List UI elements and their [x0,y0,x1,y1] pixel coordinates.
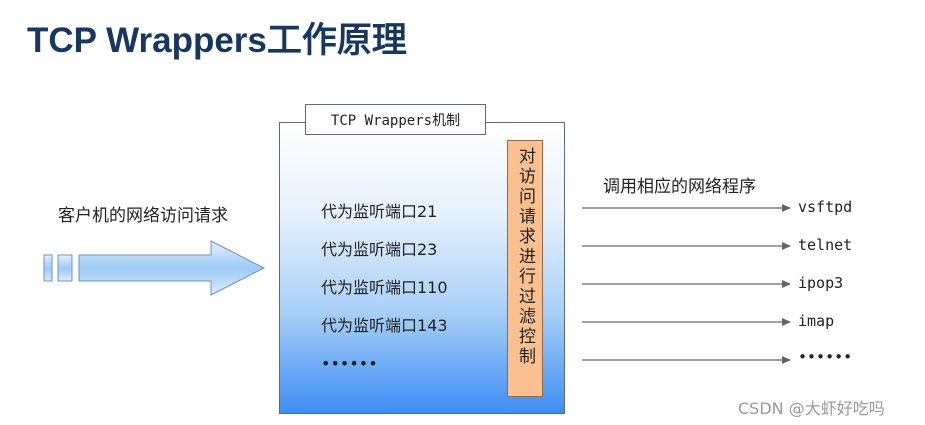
watermark: CSDN @大虾好吃吗 [738,399,885,418]
arrow-tail-block-1 [43,254,53,282]
tcp-wrappers-title: TCP Wrappers机制 [305,104,486,135]
program-ellipsis: •••••• [798,348,853,366]
call-program-label: 调用相应的网络程序 [603,177,756,197]
port-item-23: 代为监听端口23 [321,240,438,259]
port-item-ellipsis: •••••• [321,354,378,373]
port-list: 代为监听端口21 代为监听端口23 代为监听端口110 代为监听端口143 ••… [321,202,448,392]
program-imap: imap [798,312,835,330]
arrow-body [78,240,266,296]
program-ipop3: ipop3 [798,274,844,292]
filter-control-label: 对访问请求进行过滤控制 [515,147,535,367]
port-item-143: 代为监听端口143 [321,316,448,335]
port-item-21: 代为监听端口21 [321,202,438,221]
filter-control-box: 对访问请求进行过滤控制 [507,140,543,397]
client-request-label: 客户机的网络访问请求 [58,206,228,226]
port-item-110: 代为监听端口110 [321,278,448,297]
request-arrow [43,240,266,296]
arrow-tail-block-2 [57,254,73,282]
program-vsftpd: vsftpd [798,198,853,216]
page-title: TCP Wrappers工作原理 [27,21,407,60]
program-telnet: telnet [798,236,853,254]
program-arrows [582,204,791,364]
